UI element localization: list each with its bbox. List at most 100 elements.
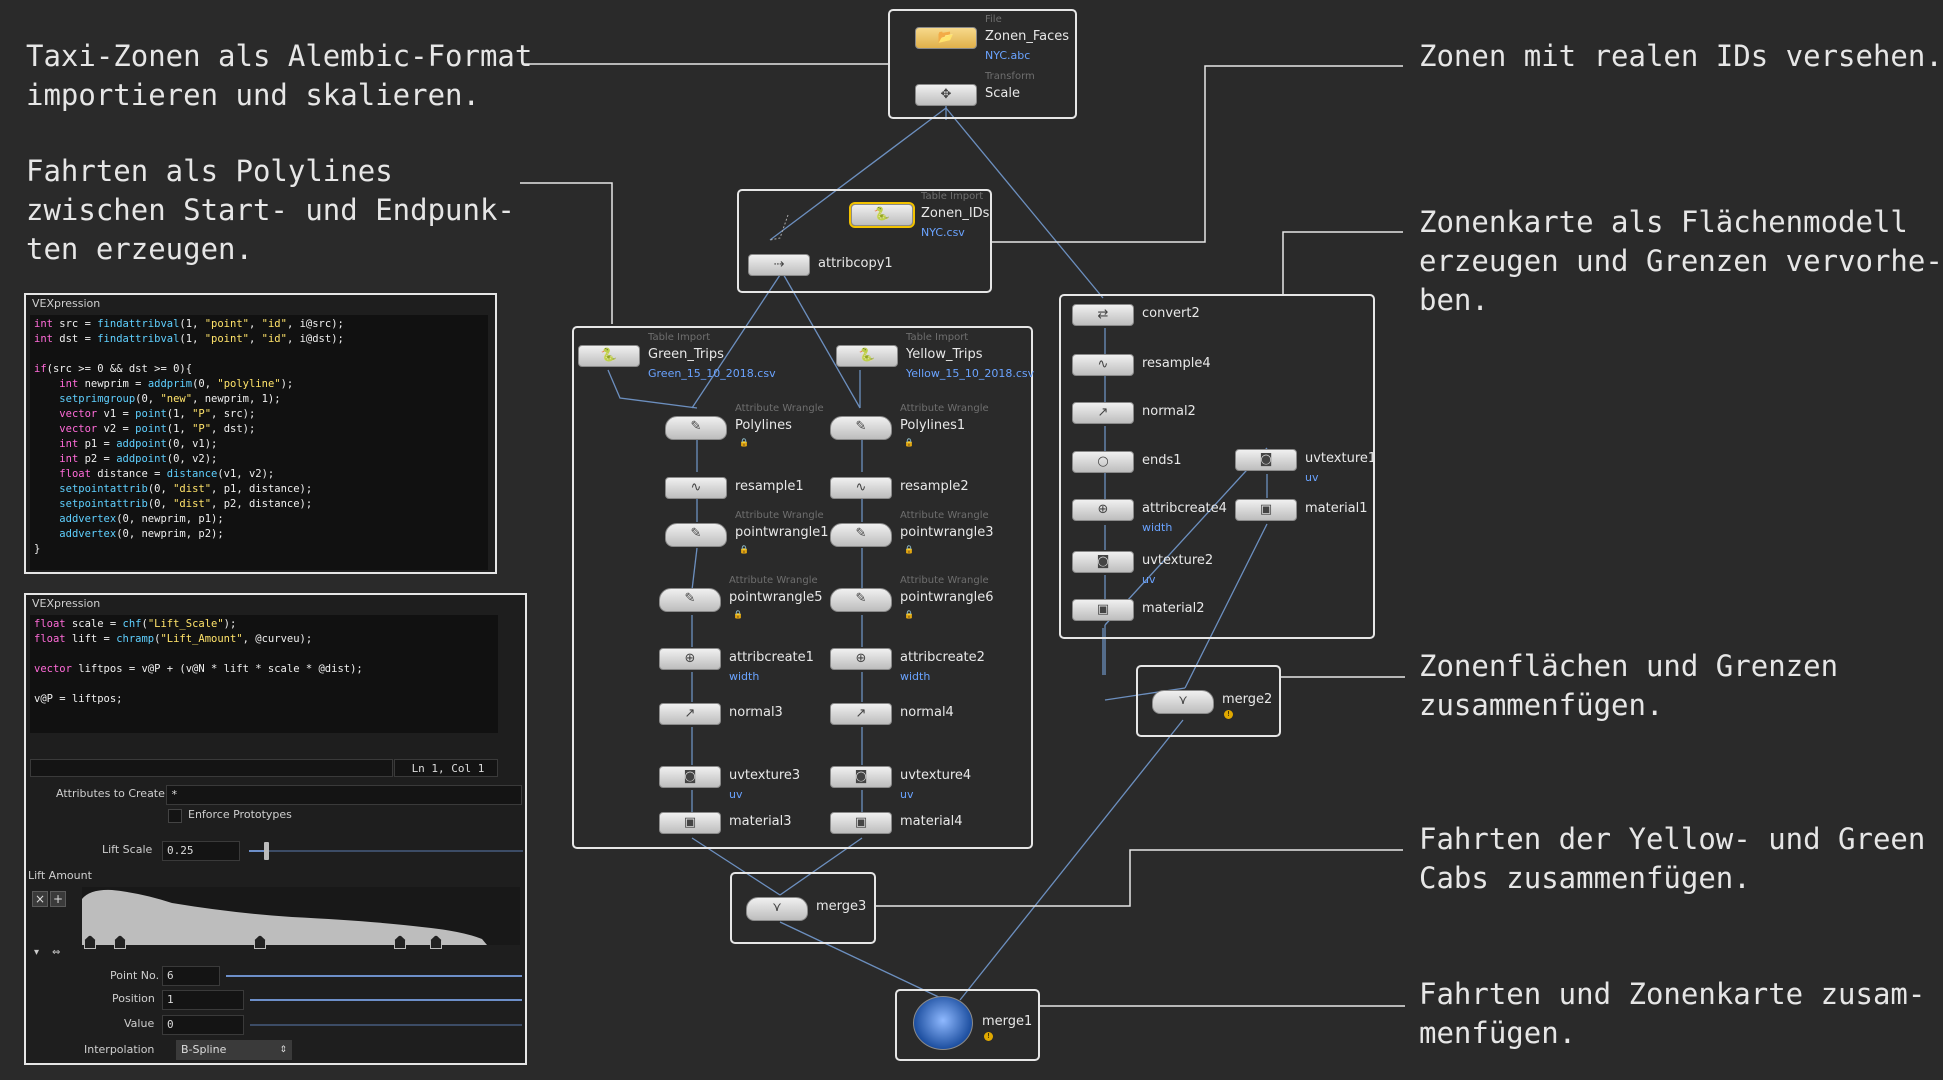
code-line: float lift = chramp("Lift_Amount", @curv…	[34, 633, 313, 645]
ramp-key-marker[interactable]	[114, 935, 126, 949]
checker-icon: ◙	[1235, 449, 1297, 471]
position-label: Position	[112, 992, 155, 1005]
point-no-label: Point No.	[110, 969, 160, 982]
attribcreate-icon: ⊕	[830, 648, 892, 670]
interpolation-label: Interpolation	[84, 1043, 155, 1056]
attribcreate-icon: ⊕	[1072, 499, 1134, 521]
ramp-curve	[82, 889, 487, 945]
box-trips	[572, 326, 1033, 849]
material-icon: ▣	[830, 812, 892, 834]
link-icon[interactable]: ⇔	[52, 947, 61, 958]
python-icon: 🐍	[578, 345, 640, 367]
wrangle-icon: ✎	[830, 588, 892, 612]
remove-point-button[interactable]: ×	[32, 891, 48, 907]
attribcreate-icon: ⊕	[659, 648, 721, 670]
file-icon: 📂	[915, 27, 977, 49]
attributes-input[interactable]: *	[166, 785, 522, 805]
code-line: setprimgroup(0, "new", newprim, 1);	[59, 393, 281, 405]
value-slider[interactable]	[250, 1024, 522, 1026]
resample-icon: ∿	[830, 477, 892, 499]
code-line: vector liftpos = v@P + (v@N * lift * sca…	[34, 663, 363, 675]
add-point-button[interactable]: +	[50, 891, 66, 907]
attributes-label: Attributes to Create	[56, 787, 165, 800]
dropdown-arrows-icon: ⇕	[279, 1045, 287, 1055]
box-import	[888, 9, 1077, 119]
resample-icon: ∿	[665, 477, 727, 499]
normal-icon: ↗	[830, 703, 892, 725]
code-line	[34, 647, 494, 662]
code-line: int dst = findattribval(1, "point", "id"…	[34, 333, 344, 345]
point-no-input[interactable]: 6	[162, 966, 220, 986]
merge-output-icon	[913, 996, 973, 1050]
annotation-zone-map: Zonenkarte als Flächenmodell erzeugen un…	[1419, 205, 1943, 317]
resample-icon: ∿	[1072, 354, 1134, 376]
lock-icon: 🔒	[739, 545, 749, 554]
code-line: addvertex(0, newprim, p1);	[59, 513, 224, 525]
value-input[interactable]: 0	[162, 1015, 244, 1035]
code-line: vector v1 = point(1, "P", src);	[59, 408, 256, 420]
position-input[interactable]: 1	[162, 990, 244, 1010]
material-icon: ▣	[1235, 499, 1297, 521]
wrangle-icon: ✎	[830, 523, 892, 547]
vex-panel-polylines: VEXpression int src = findattribval(1, "…	[24, 293, 497, 574]
lock-icon: 🔒	[733, 610, 743, 619]
code-line: v@P = liftpos;	[34, 693, 123, 705]
enforce-checkbox[interactable]	[168, 809, 182, 823]
value-label: Value	[124, 1017, 155, 1030]
wrangle-icon: ✎	[830, 416, 892, 440]
code-line: int p2 = addpoint(0, v2);	[59, 453, 218, 465]
lock-icon: 🔒	[904, 545, 914, 554]
code-line: float distance = distance(v1, v2);	[59, 468, 275, 480]
normal-icon: ↗	[659, 703, 721, 725]
wrangle-icon: ✎	[665, 416, 727, 440]
python-icon: 🐍	[836, 345, 898, 367]
ramp-key-marker[interactable]	[394, 935, 406, 949]
enforce-label: Enforce Prototypes	[188, 808, 292, 821]
convert-icon: ⇄	[1072, 304, 1134, 326]
code-line: float scale = chf("Lift_Scale");	[34, 618, 237, 630]
cursor-status: Ln 1, Col 1	[394, 759, 498, 777]
code-line: addvertex(0, newprim, p2);	[59, 528, 224, 540]
box-zone-map	[1059, 294, 1375, 639]
annotation-ids: Zonen mit realen IDs versehen.	[1419, 39, 1943, 73]
lift-scale-label: Lift Scale	[102, 843, 153, 856]
code-line: int src = findattribval(1, "point", "id"…	[34, 318, 344, 330]
lift-scale-input[interactable]: 0.25	[162, 841, 240, 861]
ends-icon: ○	[1072, 451, 1134, 473]
checker-icon: ◙	[1072, 551, 1134, 573]
code-line: int newprim = addprim(0, "polyline");	[59, 378, 294, 390]
annotation-lines	[520, 63, 1405, 1007]
annotation-merge-zones: Zonenflächen und Grenzen zusammenfügen.	[1419, 649, 1839, 722]
ramp-key-marker[interactable]	[254, 935, 266, 949]
annotation-merge-all: Fahrten und Zonenkarte zusam- menfügen.	[1419, 977, 1926, 1050]
box-merge2	[1136, 665, 1281, 737]
ramp-key-marker[interactable]	[430, 935, 442, 949]
annotation-merge-cabs: Fahrten der Yellow- und Green Cabs zusam…	[1419, 822, 1926, 895]
position-slider[interactable]	[250, 999, 522, 1001]
box-merge1	[895, 989, 1040, 1061]
merge-icon: ⋎	[746, 897, 808, 921]
lock-icon: 🔒	[904, 610, 914, 619]
material-icon: ▣	[1072, 599, 1134, 621]
vex-code-editor[interactable]: float scale = chf("Lift_Scale");float li…	[30, 615, 498, 733]
vex-code-editor[interactable]: int src = findattribval(1, "point", "id"…	[30, 315, 488, 570]
material-icon: ▣	[659, 812, 721, 834]
code-line: int p1 = addpoint(0, v1);	[59, 438, 218, 450]
code-line: setpointattrib(0, "dist", p2, distance);	[59, 498, 313, 510]
attribcopy-icon: ⇢	[748, 254, 810, 276]
lift-scale-handle[interactable]	[264, 842, 270, 860]
point-no-slider[interactable]	[226, 975, 522, 977]
expand-arrow-icon[interactable]: ▾	[34, 947, 40, 958]
python-icon: 🐍	[849, 202, 915, 228]
box-ids	[737, 189, 992, 293]
node-wires	[607, 105, 1268, 1001]
lift-scale-slider[interactable]	[249, 850, 523, 852]
code-line: vector v2 = point(1, "P", dst);	[59, 423, 256, 435]
transform-icon: ✥	[915, 84, 977, 106]
lock-icon: 🔒	[904, 438, 914, 447]
ramp-key-marker[interactable]	[84, 935, 96, 949]
merge-icon: ⋎	[1152, 690, 1214, 714]
ramp-editor[interactable]	[82, 887, 520, 945]
status-bar	[30, 759, 393, 777]
interpolation-select[interactable]: B-Spline⇕	[176, 1040, 292, 1060]
